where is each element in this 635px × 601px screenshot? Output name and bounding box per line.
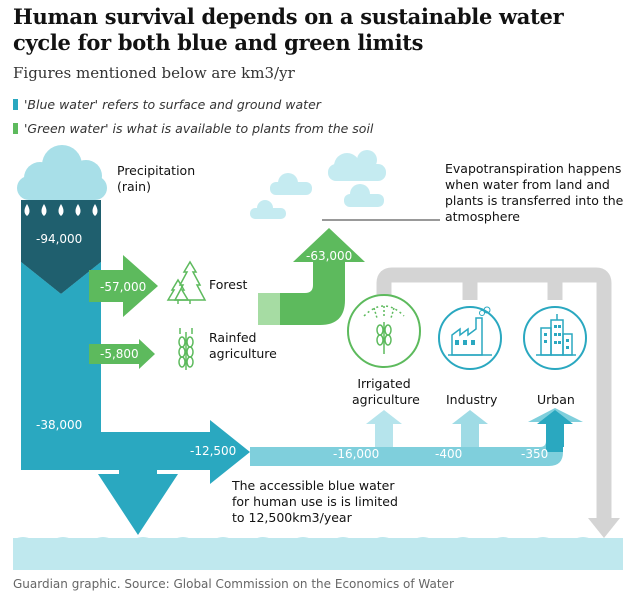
evapotranspiration-label: Evapotranspiration happens when water fr…: [445, 161, 624, 224]
page-title: Human survival depends on a sustainable …: [13, 4, 564, 55]
precipitation-label: Precipitation (rain): [117, 163, 196, 194]
evapotranspiration-value: -63,000: [306, 249, 353, 263]
rainfed-value: -5,800: [100, 347, 139, 361]
legend-item-blue-water: 'Blue water' refers to surface and groun…: [13, 97, 321, 112]
irrigated-agriculture-icon: [347, 294, 421, 368]
forest-arrow: [89, 255, 158, 317]
industry-label: Industry: [446, 392, 498, 407]
accessible-water-note: The accessible blue water for human use …: [232, 478, 398, 525]
evapotranspiration-fade: [258, 293, 280, 325]
irrigated-arrow: [366, 410, 402, 447]
water-waves: [13, 537, 623, 570]
rainfed-label: Rainfed agriculture: [209, 330, 277, 361]
wheat-icon: [178, 328, 194, 370]
urban-value: -350: [521, 447, 549, 461]
evapotranspiration-arrow: [258, 228, 365, 325]
raindrops-icon: [24, 204, 98, 216]
industry-value: -400: [435, 447, 463, 461]
forest-label: Forest: [209, 277, 248, 292]
rain-cloud-icon: [17, 145, 107, 200]
accessible-water-value: -12,500: [190, 444, 237, 458]
return-flow-arrowhead: [588, 518, 620, 538]
forest-value: -57,000: [100, 280, 147, 294]
precipitation-value: -94,000: [36, 232, 83, 246]
atmosphere-cloud-icon: [250, 150, 386, 219]
blue-water-flow-cover: [21, 262, 101, 470]
rainfed-arrow: [89, 339, 155, 369]
legend-label-blue: 'Blue water' refers to surface and groun…: [24, 97, 321, 112]
irrigated-value: -16,000: [333, 447, 380, 461]
legend-label-green: 'Green water' is what is available to pl…: [24, 121, 374, 136]
precipitation-flow: [21, 200, 101, 294]
legend-item-green-water: 'Green water' is what is available to pl…: [13, 121, 373, 136]
factory-icon: [438, 306, 502, 370]
forest-icon: [166, 260, 207, 304]
blue-water-value: -38,000: [36, 418, 83, 432]
legend-swatch-green: [13, 123, 18, 134]
irrigated-label: Irrigated agriculture: [352, 376, 420, 407]
city-buildings-icon: [523, 306, 587, 370]
accessible-water-arrow: [101, 420, 250, 484]
legend-swatch-blue: [13, 99, 18, 110]
industry-arrow: [452, 410, 488, 447]
return-flow-loop: [376, 267, 612, 520]
urban-arrow-stem: [546, 422, 563, 452]
urban-label: Urban: [537, 392, 575, 407]
subtitle: Figures mentioned below are km3/yr: [13, 64, 295, 82]
source-footer: Guardian graphic. Source: Global Commiss…: [13, 577, 454, 591]
distribution-flow: [250, 408, 583, 466]
